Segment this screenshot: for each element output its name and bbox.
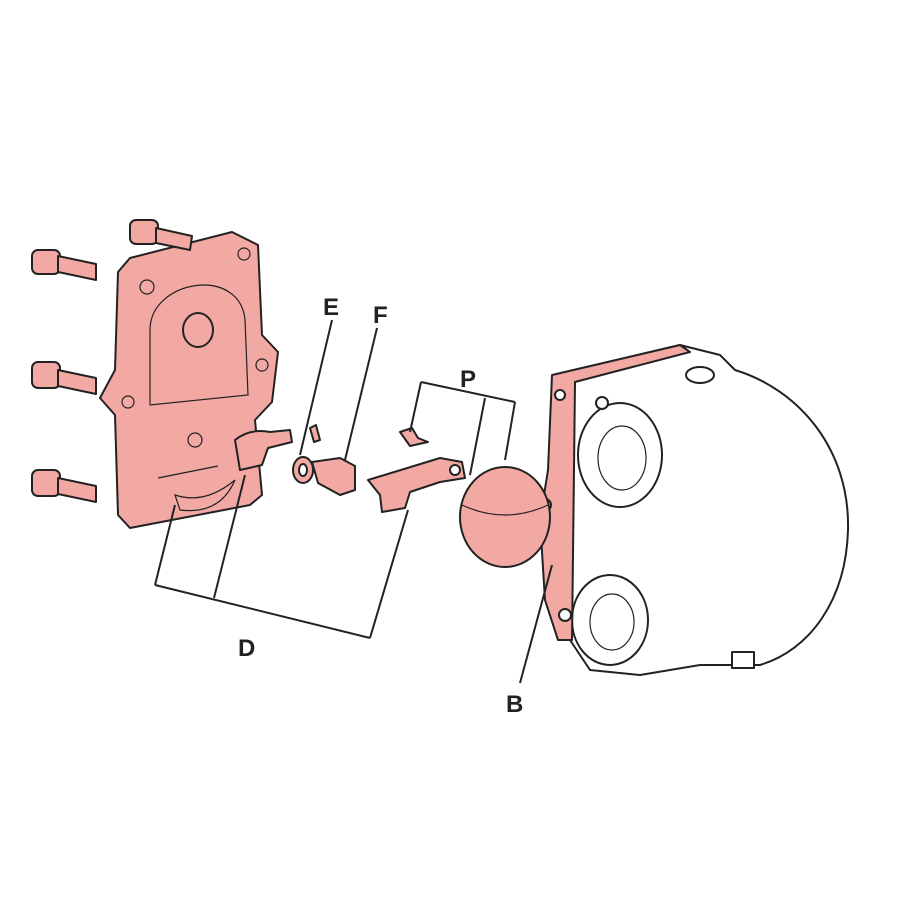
float-ball xyxy=(459,466,551,568)
lever-bracket xyxy=(367,457,466,513)
label-p: P xyxy=(460,366,476,393)
bolt xyxy=(31,469,97,503)
leader-lines xyxy=(154,319,553,684)
bolt xyxy=(129,219,193,251)
cover-plate xyxy=(99,231,293,529)
trap-body xyxy=(564,344,850,676)
label-d: D xyxy=(238,635,255,662)
screw xyxy=(399,427,429,447)
pin xyxy=(309,424,321,443)
bolt xyxy=(31,249,97,281)
label-e: E xyxy=(323,294,339,321)
label-b: B xyxy=(506,691,523,718)
valve-parts xyxy=(292,424,466,513)
bolts xyxy=(31,219,193,503)
label-f: F xyxy=(373,302,388,329)
valve-seat xyxy=(311,457,356,496)
bolt xyxy=(31,361,97,395)
